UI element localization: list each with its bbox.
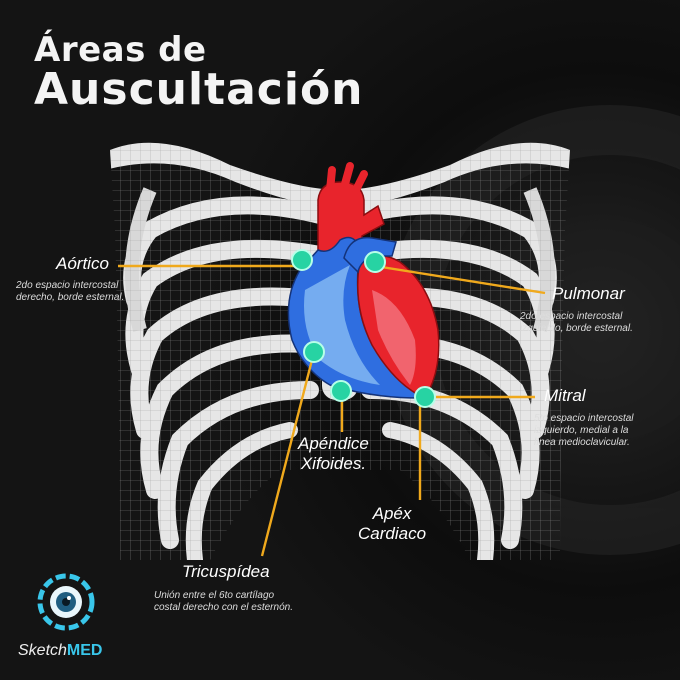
desc-pulmonar: 2do espacio intercostal izquierdo, borde… [520, 311, 633, 335]
label-aortico: Aórtico [56, 254, 109, 273]
point-mitral-dot [414, 386, 436, 408]
point-tricuspidea-dot [303, 341, 325, 363]
point-apendice-dot [330, 380, 352, 402]
logo-word-sketch: Sketch [18, 642, 67, 659]
sketchmed-logo [37, 573, 95, 631]
label-apex-line-1: Apéx [372, 504, 412, 523]
desc-aortico-line-2: derecho, borde esternal. [16, 292, 125, 303]
title-line-2: Auscultación [34, 64, 364, 115]
logo-wordmark: SketchMED [18, 642, 102, 660]
label-pulmonar: Pulmonar [552, 284, 625, 303]
label-apex-line-2: Cardiaco [358, 524, 427, 543]
eye-logo-icon [37, 573, 95, 631]
auscultation-points [291, 249, 436, 408]
desc-aortico-line-1: 2do espacio intercostal [16, 280, 119, 291]
desc-tricuspidea: Unión entre el 6to cartílago costal dere… [154, 590, 293, 614]
label-tricuspidea: Tricuspídea [182, 562, 270, 581]
point-pulmonar-dot [364, 251, 386, 273]
label-mitral: Mitral [544, 386, 586, 405]
desc-mitral-line-1: 5to espacio intercostal [534, 413, 634, 424]
leader-lines [118, 264, 546, 557]
desc-aortico: 2do espacio intercostal derecho, borde e… [16, 280, 124, 304]
label-apendice-line-2: Xifoides. [300, 454, 367, 473]
label-apendice: Apéndice Xifoides. [298, 434, 369, 474]
label-apex: Apéx Cardiaco [358, 504, 426, 544]
title-line-1: Áreas de [34, 30, 207, 70]
desc-mitral-line-2: izquierdo, medial a la [534, 425, 629, 436]
desc-pulmonar-line-1: 2do espacio intercostal [520, 311, 623, 322]
desc-mitral-line-3: línea medioclavicular. [534, 437, 630, 448]
desc-tricuspidea-line-1: Unión entre el 6to cartílago [154, 590, 275, 601]
point-aortico-dot [291, 249, 313, 271]
desc-mitral: 5to espacio intercostal izquierdo, media… [534, 413, 634, 449]
rib-cage [110, 142, 570, 560]
desc-pulmonar-line-2: izquierdo, borde esternal. [520, 323, 633, 334]
label-apendice-line-1: Apéndice [298, 434, 369, 453]
logo-word-med: MED [66, 642, 103, 659]
desc-tricuspidea-line-2: costal derecho con el esternón. [154, 602, 293, 613]
